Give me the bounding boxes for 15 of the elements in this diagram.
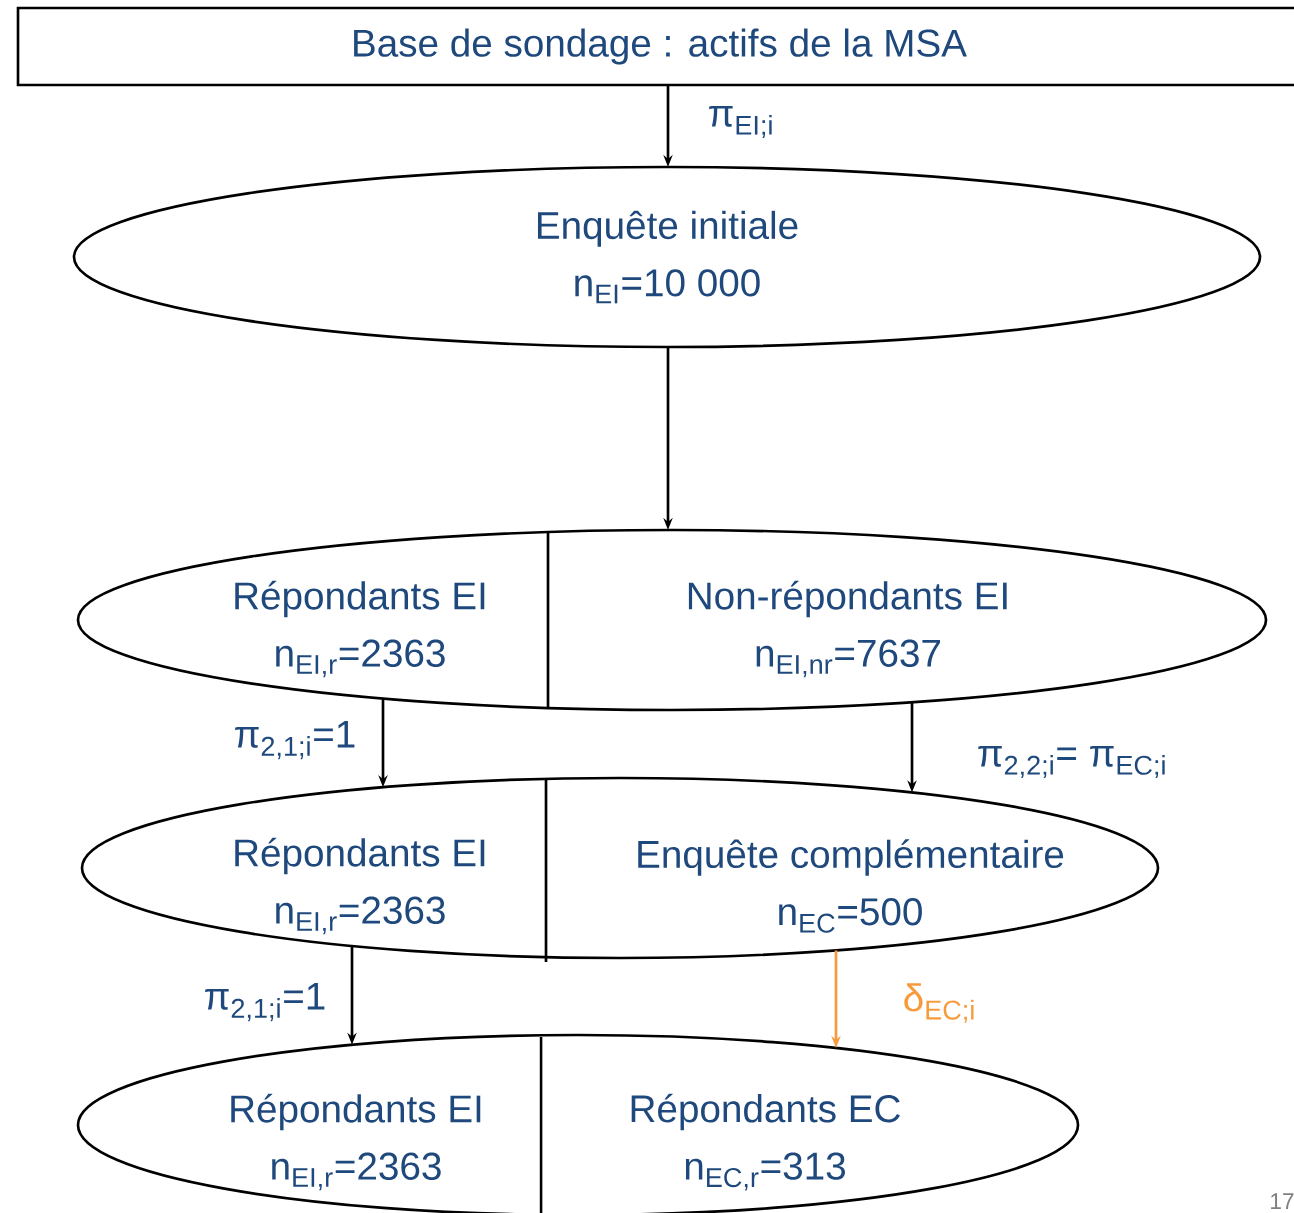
- ellipse-section-label: Non-répondants EI n$_{EI,nr}$=7637: [688, 580, 1007, 678]
- ellipse-section-label: Répondants EI n$_{EI,r}$=2363: [231, 1093, 481, 1191]
- frame-box: Base de sondage : actifs de la MSA: [16, 6, 1294, 87]
- edge-label: π$_{2,1;i}$=1: [205, 982, 325, 1022]
- edge-label: δ$_{EC;i}$: [904, 983, 974, 1023]
- edge-label: π$_{EI;i}$: [709, 105, 772, 139]
- ellipse-section-label: Répondants EC n$_{EC,r}$=313: [631, 1093, 900, 1191]
- page-number: 17: [1271, 1193, 1294, 1209]
- ellipse: [76, 528, 1268, 712]
- edge-label: π$_{2,2;i}$= π$_{EC;i}$: [978, 745, 1165, 779]
- ellipse-section-label: Répondants EI n$_{EI,r}$=2363: [235, 580, 485, 678]
- edge-label: π$_{2,1;i}$=1: [235, 720, 355, 760]
- ellipse: [80, 776, 1160, 960]
- ellipse-section-label: Répondants EI n$_{EI,r}$=2363: [235, 837, 485, 935]
- ellipse-section-label: Enquête complémentaire n$_{EC}$=500: [638, 839, 1064, 933]
